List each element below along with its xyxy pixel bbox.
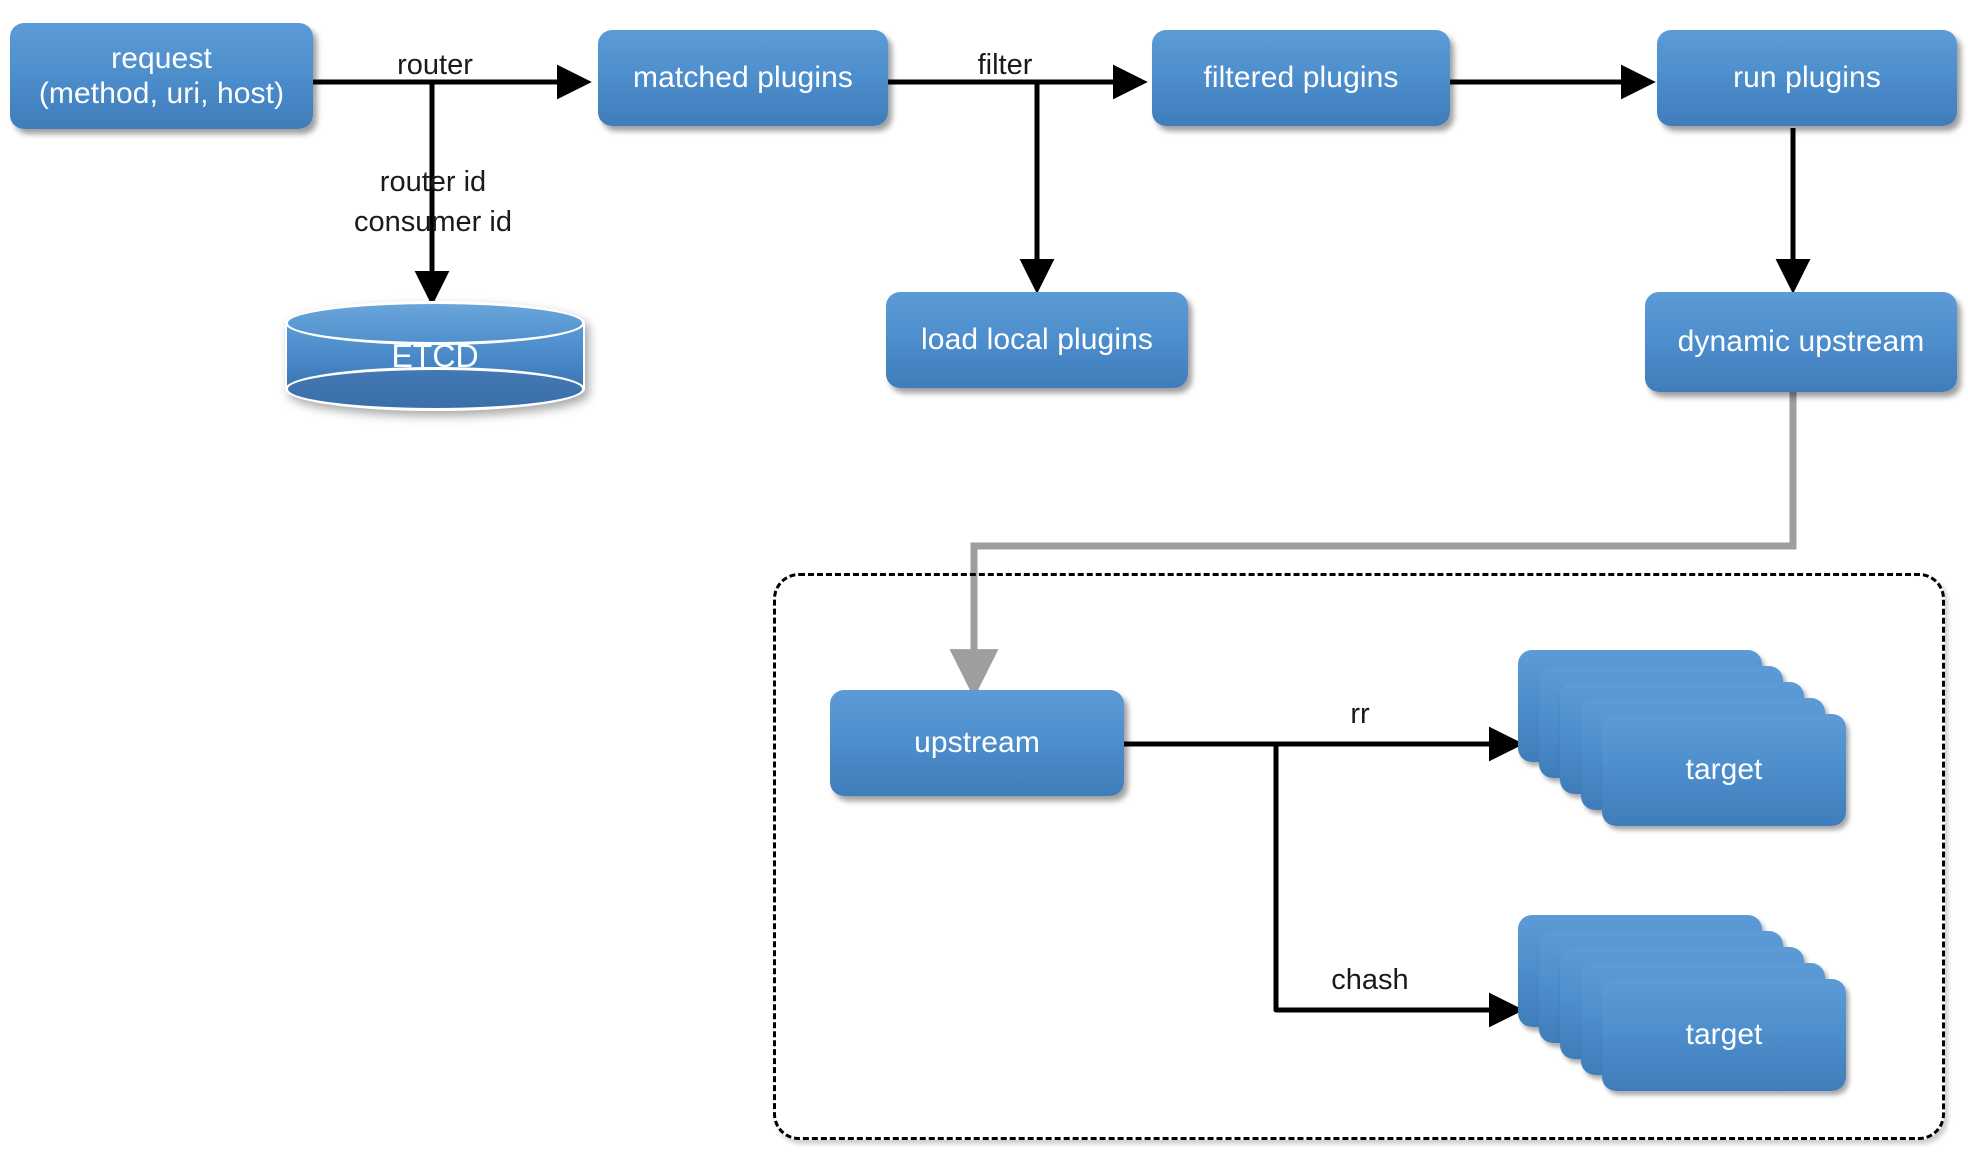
node-matched-plugins[interactable]: matched plugins bbox=[598, 30, 888, 126]
edge-label-router-id: router id bbox=[379, 166, 487, 198]
node-dynamic-upstream[interactable]: dynamic upstream bbox=[1645, 292, 1957, 392]
node-request-line-1: request bbox=[111, 41, 212, 75]
node-target-chash[interactable]: target bbox=[1518, 915, 1848, 1091]
node-run-plugins-label: run plugins bbox=[1733, 61, 1881, 95]
edge-label-rr: rr bbox=[1350, 698, 1370, 730]
node-filtered-plugins-label: filtered plugins bbox=[1203, 61, 1399, 95]
target-rr-sheet-1: target bbox=[1602, 714, 1846, 826]
edge-label-chash: chash bbox=[1331, 964, 1409, 996]
node-filtered-plugins[interactable]: filtered plugins bbox=[1152, 30, 1450, 126]
node-target-rr[interactable]: target bbox=[1518, 650, 1848, 826]
node-run-plugins[interactable]: run plugins bbox=[1657, 30, 1957, 126]
node-request[interactable]: request (method, uri, host) bbox=[10, 23, 313, 129]
etcd-cylinder-bottom bbox=[285, 367, 585, 411]
node-upstream[interactable]: upstream bbox=[830, 690, 1124, 796]
node-target-chash-label: target bbox=[1685, 1018, 1763, 1051]
edge-label-router: router bbox=[397, 49, 473, 81]
node-dynamic-upstream-label: dynamic upstream bbox=[1677, 325, 1925, 359]
node-load-local-plugins-label: load local plugins bbox=[921, 323, 1153, 357]
node-load-local-plugins[interactable]: load local plugins bbox=[886, 292, 1188, 388]
node-matched-plugins-label: matched plugins bbox=[633, 61, 853, 95]
node-request-label: request (method, uri, host) bbox=[29, 41, 294, 112]
node-upstream-label: upstream bbox=[914, 726, 1040, 760]
node-target-rr-label: target bbox=[1685, 753, 1763, 786]
edge-label-consumer-id: consumer id bbox=[354, 206, 512, 238]
edge-label-filter: filter bbox=[977, 49, 1033, 81]
node-request-line-2: (method, uri, host) bbox=[38, 77, 285, 110]
node-etcd[interactable]: ETCD bbox=[285, 301, 585, 411]
node-etcd-label: ETCD bbox=[391, 337, 479, 374]
target-chash-sheet-1: target bbox=[1602, 979, 1846, 1091]
